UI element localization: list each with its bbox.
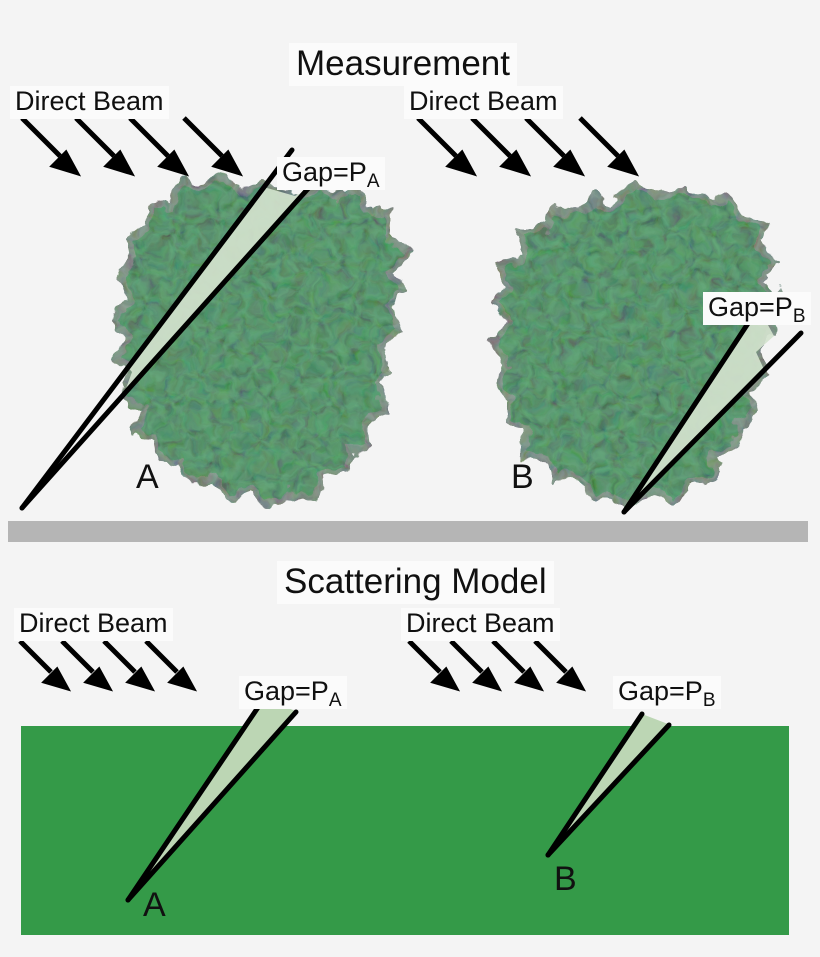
gap-label-a-subscript: A [366,171,380,192]
blob-b-wedge-line-lower [621,330,804,515]
measurement-sample-letter-a: A [136,458,159,496]
model-gap-label-a-subscript: A [328,690,342,711]
model-sample-letter-b: B [554,860,577,898]
measurement-panel-title: Measurement [289,43,517,86]
model-gap-label-b-prefix: Gap=P [618,676,703,706]
model-direct-beam-label-right: Direct Beam [401,608,560,641]
model-slab [21,726,789,935]
beam-arrow [524,116,586,177]
blob-a-body [112,172,410,508]
measurement-direct-beam-label-right: Direct Beam [404,86,563,119]
model-wedge-a-fill [128,697,295,900]
measurement-beam-right-arrows [416,116,640,177]
beam-arrow [533,639,587,692]
beam-arrow [144,639,198,692]
blob-a-wedge-line-upper [19,147,295,511]
model-wedge-b-line-upper [545,711,645,858]
blob-a-wedge-line-lower [19,160,334,511]
beam-arrow [578,116,640,177]
model-direct-beam-label-left: Direct Beam [14,608,173,641]
model-wedge-b-line-lower [545,722,672,858]
sample-blob-a [19,147,410,511]
beam-arrow [102,639,156,692]
model-sample-letter-a: A [143,886,166,924]
model-gap-label-b-subscript: B [702,690,716,711]
beam-arrow [182,116,244,177]
beam-arrow [74,116,136,177]
beam-arrow [128,116,190,177]
measurement-gap-label-a: Gap=PA [277,157,385,192]
beam-arrow [407,639,461,692]
beam-arrow [491,639,545,692]
divider-bar [8,521,808,542]
beam-arrow [60,639,114,692]
model-beam-right-arrows [407,639,587,692]
model-gap-wedge-a [125,694,299,903]
measurement-gap-label-b: Gap=PB [703,292,811,327]
gap-label-b-prefix: Gap=P [708,292,793,322]
model-wedge-a-line-upper [125,694,268,903]
beam-arrow [449,639,503,692]
beam-arrow [20,116,82,177]
blob-b-gap-wedge [624,296,778,506]
model-gap-label-a: Gap=PA [239,676,347,711]
model-gap-label-a-prefix: Gap=P [244,676,329,706]
beam-arrow [470,116,532,177]
measurement-direct-beam-label-left: Direct Beam [10,86,169,119]
gap-label-b-subscript: B [792,306,806,327]
model-wedge-a-line-lower [125,709,299,903]
measurement-beam-left-arrows [20,116,244,177]
model-gap-label-b: Gap=PB [613,676,721,711]
gap-label-a-prefix: Gap=P [282,157,367,187]
measurement-sample-letter-b: B [511,458,534,496]
scattering-model-panel-title: Scattering Model [277,561,554,604]
blob-a-gap-wedge [116,176,330,504]
beam-arrow [18,639,72,692]
sample-blob-b [490,182,804,515]
model-beam-left-arrows [18,639,198,692]
blob-b-wedge-line-upper [621,293,769,515]
beam-arrow [416,116,478,177]
model-gap-wedge-b [545,711,672,858]
